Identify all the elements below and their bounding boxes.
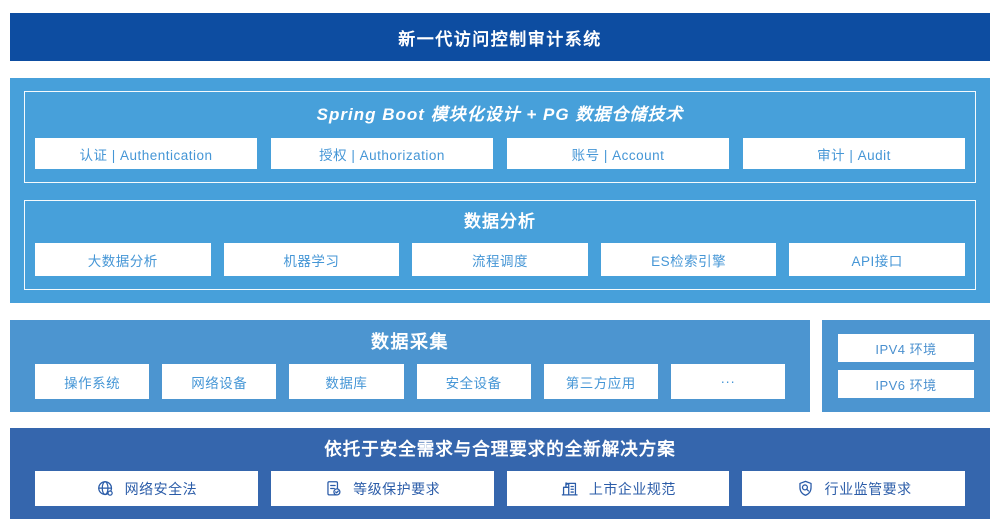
env-ipv6: IPV6 环境	[838, 370, 974, 398]
solution-label: 网络安全法	[124, 480, 198, 497]
collection-title: 数据采集	[371, 332, 449, 352]
analysis-panel-title: 数据分析	[464, 212, 536, 231]
collection-band: 数据采集 操作系统 网络设备 数据库 安全设备 第三方应用 ··· IPV4 环…	[10, 320, 990, 412]
building-icon	[560, 479, 579, 498]
collection-row: 操作系统 网络设备 数据库 安全设备 第三方应用 ···	[35, 364, 786, 399]
solution-listed-company-standard: 上市企业规范	[506, 471, 730, 506]
collection-ellipsis: ···	[670, 364, 786, 399]
solution-label: 上市企业规范	[588, 480, 676, 497]
modules-row: 认证 | Authentication 授权 | Authorization 账…	[35, 138, 965, 169]
solution-row: 网络安全法 等级保护要求	[35, 471, 965, 506]
module-authentication: 认证 | Authentication	[35, 138, 257, 169]
analysis-bigdata: 大数据分析	[35, 243, 211, 276]
modules-panel: Spring Boot 模块化设计 + PG 数据仓储技术 认证 | Authe…	[24, 91, 976, 183]
page-title: 新一代访问控制审计系统	[398, 29, 602, 49]
environment-section: IPV4 环境 IPV6 环境	[822, 320, 990, 412]
module-audit: 审计 | Audit	[743, 138, 965, 169]
shield-search-icon	[796, 479, 815, 498]
collection-network-device: 网络设备	[162, 364, 277, 399]
module-authorization: 授权 | Authorization	[271, 138, 493, 169]
platform-section: Spring Boot 模块化设计 + PG 数据仓储技术 认证 | Authe…	[10, 78, 990, 303]
collection-third-party: 第三方应用	[543, 364, 658, 399]
solution-section: 依托于安全需求与合理要求的全新解决方案 网络安全法	[10, 428, 990, 519]
collection-security-device: 安全设备	[416, 364, 531, 399]
solution-label: 行业监管要求	[824, 480, 912, 497]
solution-network-security-law: 网络安全法	[35, 471, 258, 506]
analysis-api: API接口	[789, 243, 965, 276]
architecture-diagram: 新一代访问控制审计系统 Spring Boot 模块化设计 + PG 数据仓储技…	[10, 13, 990, 519]
modules-panel-title: Spring Boot 模块化设计 + PG 数据仓储技术	[316, 105, 684, 124]
analysis-es-search: ES检索引擎	[600, 243, 777, 276]
solution-label: 等级保护要求	[353, 480, 441, 497]
env-ipv4: IPV4 环境	[838, 334, 974, 362]
globe-icon	[96, 479, 115, 498]
solution-industry-supervision: 行业监管要求	[742, 471, 965, 506]
analysis-panel: 数据分析 大数据分析 机器学习 流程调度 ES检索引擎 API接口	[24, 200, 976, 290]
analysis-machine-learning: 机器学习	[223, 243, 400, 276]
analysis-workflow: 流程调度	[412, 243, 588, 276]
solution-title: 依托于安全需求与合理要求的全新解决方案	[324, 439, 676, 459]
document-check-icon	[324, 479, 343, 498]
analysis-row: 大数据分析 机器学习 流程调度 ES检索引擎 API接口	[35, 243, 965, 276]
collection-section: 数据采集 操作系统 网络设备 数据库 安全设备 第三方应用 ···	[10, 320, 810, 412]
solution-classified-protection: 等级保护要求	[270, 471, 494, 506]
page-title-banner: 新一代访问控制审计系统	[10, 13, 990, 61]
collection-database: 数据库	[289, 364, 404, 399]
collection-os: 操作系统	[35, 364, 150, 399]
module-account: 账号 | Account	[507, 138, 729, 169]
